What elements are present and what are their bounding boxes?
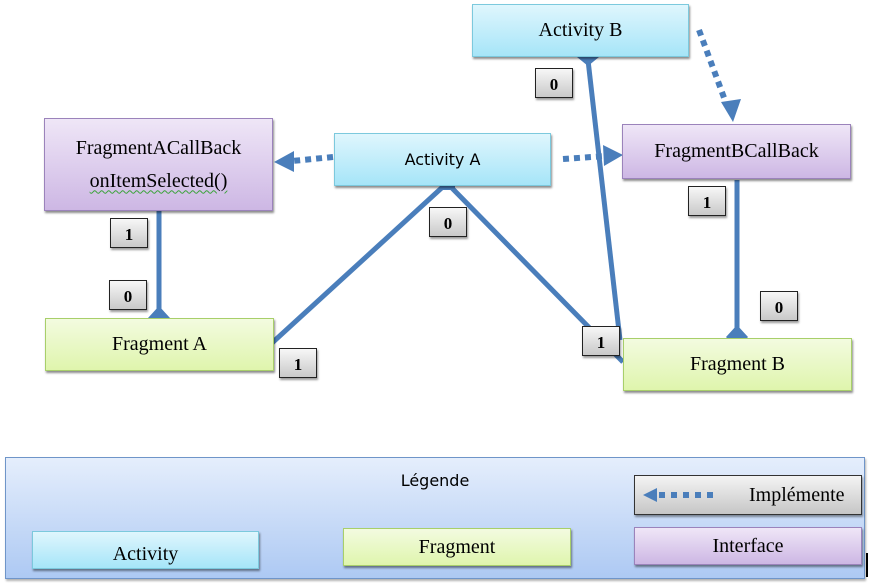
node-activity-b-label: Activity B bbox=[538, 19, 623, 41]
multiplicity-fb-callback-bottom: 1 bbox=[688, 186, 726, 216]
arrowhead-fa-callback-icon bbox=[274, 151, 294, 172]
implements-activity-a-fb-callback bbox=[562, 153, 607, 162]
node-fragment-a-callback-method: onItemSelected() bbox=[89, 169, 228, 192]
arrowhead-fb-callback-left-icon bbox=[603, 145, 623, 166]
multiplicity-fragment-a-right: 1 bbox=[279, 348, 317, 378]
node-fragment-b-callback-label: FragmentBCallBack bbox=[654, 140, 819, 162]
multiplicity-activity-b-bottom: 0 bbox=[535, 68, 573, 98]
multiplicity-fragment-a-top: 0 bbox=[109, 280, 147, 310]
node-fragment-b-callback[interactable]: FragmentBCallBack bbox=[622, 124, 851, 179]
multiplicity-activity-a-bottom: 0 bbox=[429, 207, 467, 237]
legend-activity: Activity bbox=[32, 531, 259, 569]
legend-implements: Implémente bbox=[634, 475, 862, 515]
legend-title: Légende bbox=[400, 471, 470, 490]
legend: Légende Implémente Activity Fragment Int… bbox=[5, 457, 865, 579]
legend-interface: Interface bbox=[634, 527, 862, 565]
node-fragment-b[interactable]: Fragment B bbox=[623, 338, 852, 391]
node-activity-b[interactable]: Activity B bbox=[472, 4, 689, 57]
node-fragment-a-callback-label: FragmentACallBack bbox=[75, 136, 242, 159]
implements-activity-a-fa-callback bbox=[291, 154, 334, 164]
node-fragment-b-label: Fragment B bbox=[690, 353, 785, 375]
multiplicity-fragment-b-top: 0 bbox=[760, 291, 798, 321]
legend-fragment: Fragment bbox=[343, 528, 571, 566]
legend-implements-label: Implémente bbox=[749, 483, 845, 506]
multiplicity-fragment-b-left: 1 bbox=[582, 326, 620, 356]
node-fragment-a[interactable]: Fragment A bbox=[45, 318, 274, 371]
dotted-arrow-icon bbox=[643, 488, 713, 502]
link-activity-a-fragment-a bbox=[270, 181, 449, 345]
implements-activity-b-fb-callback bbox=[696, 28, 729, 105]
node-activity-a[interactable]: Activity A bbox=[334, 133, 551, 186]
node-activity-a-label: Activity A bbox=[404, 150, 481, 169]
node-fragment-a-callback[interactable]: FragmentACallBack onItemSelected() bbox=[44, 118, 273, 211]
text-cursor bbox=[866, 553, 868, 577]
arrowhead-fb-callback-top-icon bbox=[721, 99, 741, 122]
multiplicity-fa-callback-bottom: 1 bbox=[110, 218, 148, 248]
node-fragment-a-label: Fragment A bbox=[112, 333, 207, 355]
legend-interface-label: Interface bbox=[712, 534, 784, 557]
aggregation-tip-activity-b-icon bbox=[577, 57, 599, 66]
legend-activity-label: Activity bbox=[112, 542, 179, 565]
legend-fragment-label: Fragment bbox=[418, 535, 496, 558]
link-activity-b-fragment-b bbox=[585, 59, 623, 341]
